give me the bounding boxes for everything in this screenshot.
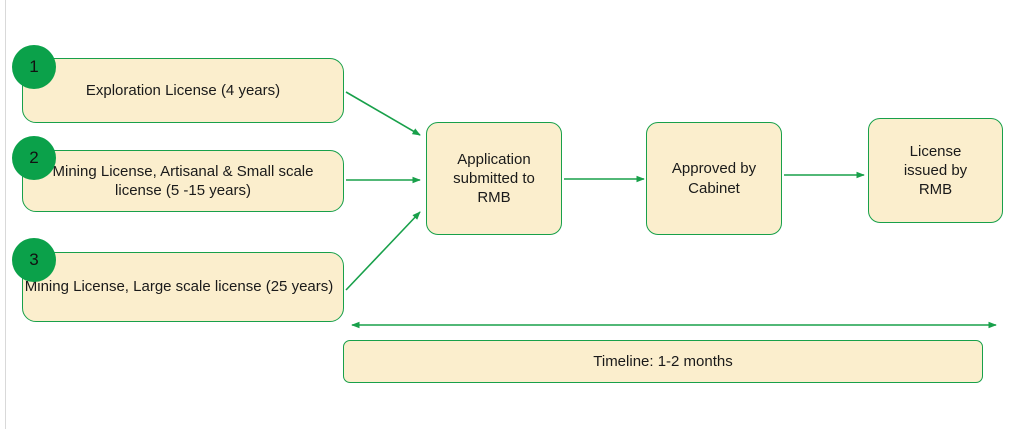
license-type-number-3: 3: [29, 250, 39, 269]
license-type-number-1: 1: [29, 57, 39, 76]
license-type-box-2[interactable]: Mining License, Artisanal & Small scale …: [22, 150, 344, 212]
license-type-badge-1: 1: [12, 45, 56, 89]
license-type-badge-2: 2: [12, 136, 56, 180]
license-type-label-2: Mining License, Artisanal & Small scale …: [52, 162, 314, 199]
license-type-label-1: Exploration License (4 years): [85, 81, 281, 99]
process-step-box-license-issued[interactable]: License issued by RMB: [868, 118, 1003, 223]
slide-edge-rule: [5, 0, 6, 429]
process-step-label-application: Application submitted to RMB: [453, 150, 535, 207]
arrow-license3-to-application: [345, 211, 421, 291]
license-type-number-2: 2: [29, 148, 39, 167]
license-type-badge-3: 3: [12, 238, 56, 282]
process-step-label-license-issued: License issued by RMB: [903, 142, 968, 199]
timeline-bar[interactable]: Timeline: 1-2 months: [343, 340, 983, 383]
process-step-box-application[interactable]: Application submitted to RMB: [426, 122, 562, 235]
process-step-label-cabinet: Approved by Cabinet: [671, 160, 757, 197]
license-type-box-3[interactable]: Mining License, Large scale license (25 …: [22, 252, 344, 322]
license-type-box-1[interactable]: Exploration License (4 years): [22, 58, 344, 123]
license-type-label-3: Mining License, Large scale license (25 …: [24, 278, 334, 296]
process-step-box-cabinet[interactable]: Approved by Cabinet: [646, 122, 782, 235]
timeline-label: Timeline: 1-2 months: [593, 353, 733, 370]
arrow-license1-to-application: [345, 91, 421, 136]
